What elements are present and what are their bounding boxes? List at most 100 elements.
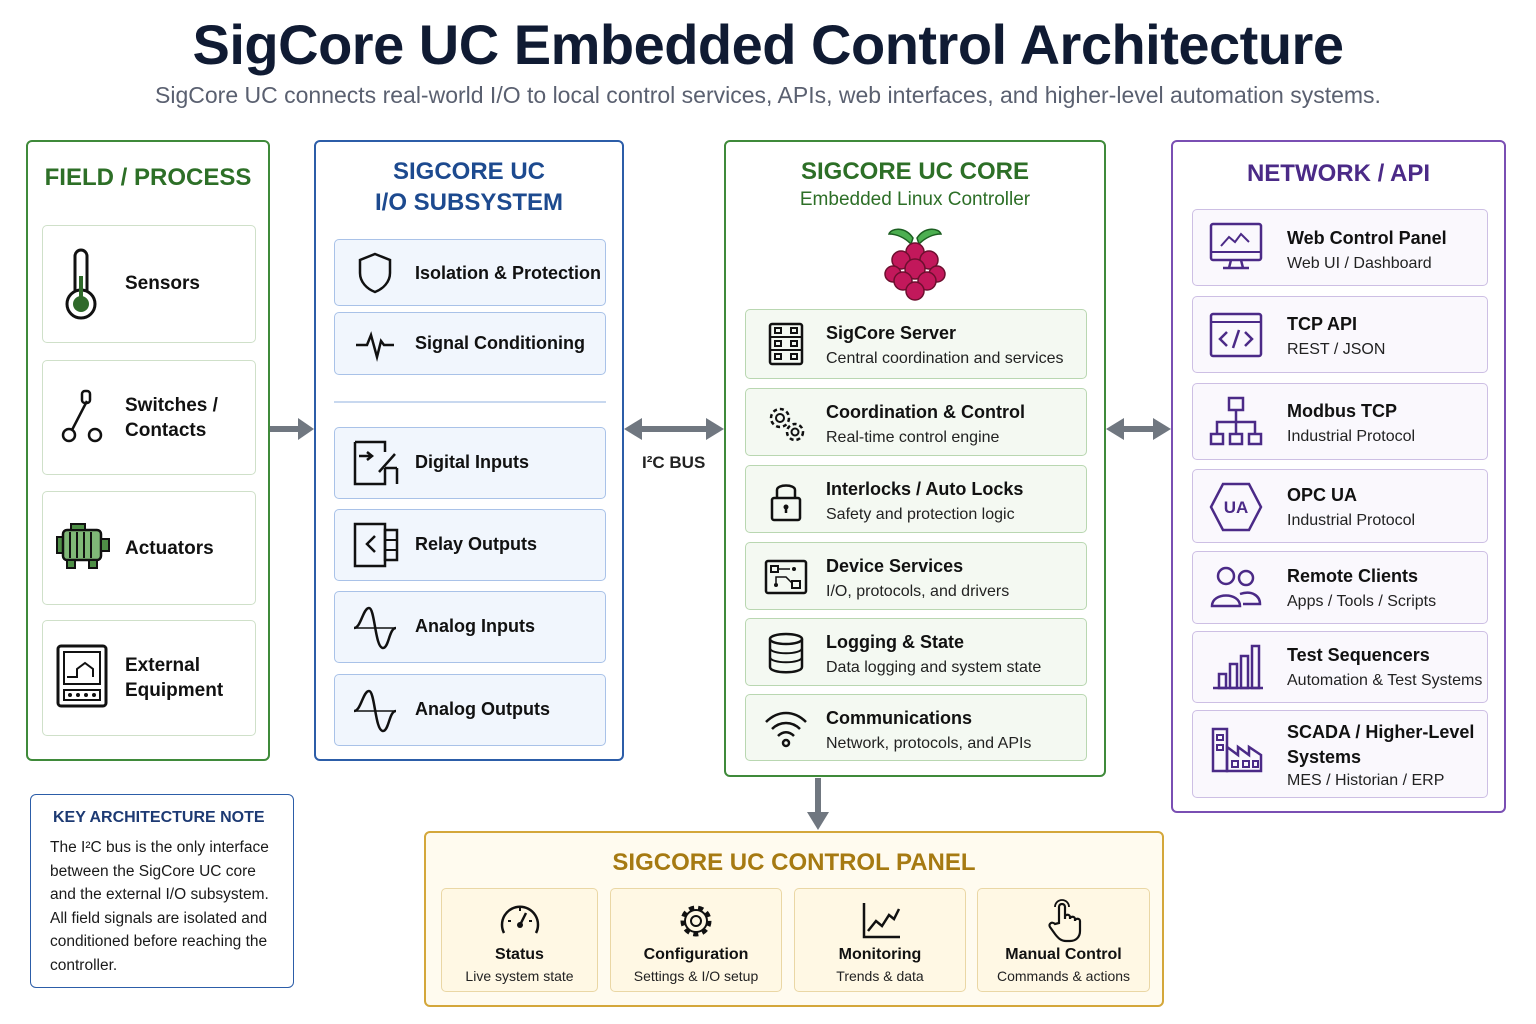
hand-pointer-icon bbox=[1042, 899, 1086, 943]
core-to-control-panel-arrow bbox=[807, 778, 829, 830]
network-item-modbus-tcp[interactable]: Modbus TCP Industrial Protocol bbox=[1192, 383, 1488, 460]
waveform-icon bbox=[351, 321, 399, 369]
network-item-desc: Automation & Test Systems bbox=[1287, 672, 1483, 689]
field-process-title: FIELD / PROCESS bbox=[44, 164, 252, 191]
core-title: SIGCORE UC CORE bbox=[800, 158, 1030, 185]
network-api-panel: NETWORK / API Web Control Panel Web UI /… bbox=[1171, 140, 1506, 813]
field-item-label: Switches / Contacts bbox=[125, 395, 218, 441]
field-item-label: Actuators bbox=[125, 538, 214, 559]
core-item-desc: Network, protocols, and APIs bbox=[826, 735, 1032, 752]
field-item-switches[interactable]: Switches / Contacts bbox=[42, 360, 256, 475]
io-subsystem-title: SIGCORE UC I/O SUBSYSTEM bbox=[374, 158, 564, 216]
motor-icon bbox=[55, 520, 110, 572]
field-item-external-equipment[interactable]: External Equipment bbox=[42, 620, 256, 736]
network-item-title: Web Control Panel bbox=[1287, 228, 1447, 248]
core-item-desc: Real-time control engine bbox=[826, 429, 1000, 446]
digital-input-icon bbox=[351, 438, 399, 486]
field-item-actuators[interactable]: Actuators bbox=[42, 491, 256, 605]
core-item-desc: Safety and protection logic bbox=[826, 506, 1015, 523]
field-to-io-arrow bbox=[270, 418, 314, 440]
network-item-title: Remote Clients bbox=[1287, 566, 1419, 586]
control-item-desc: Live system state bbox=[465, 968, 574, 984]
core-panel: SIGCORE UC CORE Embedded Linux Controlle… bbox=[724, 140, 1106, 777]
network-api-title: NETWORK / API bbox=[1246, 160, 1431, 187]
thermometer-icon bbox=[55, 246, 107, 320]
network-item-title: Modbus TCP bbox=[1287, 401, 1397, 421]
database-icon bbox=[764, 631, 808, 675]
control-item-status[interactable]: Status Live system state bbox=[441, 888, 598, 992]
io-divider bbox=[334, 401, 606, 403]
equipment-icon bbox=[55, 643, 108, 708]
io-item-relay-outputs[interactable]: Relay Outputs bbox=[334, 509, 606, 581]
io-subsystem-panel: SIGCORE UC I/O SUBSYSTEM Isolation & Pro… bbox=[314, 140, 624, 761]
network-item-opc-ua[interactable]: UA OPC UA Industrial Protocol bbox=[1192, 469, 1488, 543]
network-item-test-sequencers[interactable]: Test Sequencers Automation & Test System… bbox=[1192, 631, 1488, 703]
core-item-device-services[interactable]: Device Services I/O, protocols, and driv… bbox=[745, 542, 1087, 610]
shield-icon bbox=[351, 249, 399, 297]
core-item-title: Logging & State bbox=[826, 632, 964, 652]
monitor-icon bbox=[1207, 220, 1265, 278]
relay-icon bbox=[351, 520, 399, 568]
circuit-board-icon bbox=[764, 555, 808, 599]
network-item-desc: Apps / Tools / Scripts bbox=[1287, 593, 1437, 610]
network-item-scada[interactable]: SCADA / Higher-Level Systems MES / Histo… bbox=[1192, 710, 1488, 798]
field-item-sensors[interactable]: Sensors bbox=[42, 225, 256, 343]
control-panel: SIGCORE UC CONTROL PANEL Status Live sys… bbox=[424, 831, 1164, 1007]
core-item-title: SigCore Server bbox=[826, 323, 957, 343]
network-item-web-control-panel[interactable]: Web Control Panel Web UI / Dashboard bbox=[1192, 209, 1488, 286]
gauge-icon bbox=[498, 899, 542, 943]
io-item-label: Analog Outputs bbox=[415, 699, 550, 719]
control-item-manual-control[interactable]: Manual Control Commands & actions bbox=[977, 888, 1150, 992]
note-body: The I²C bus is the only interface betwee… bbox=[50, 839, 269, 974]
control-item-desc: Trends & data bbox=[836, 968, 924, 984]
trend-chart-icon bbox=[858, 899, 902, 943]
network-item-title: Test Sequencers bbox=[1287, 645, 1430, 665]
network-item-desc: MES / Historian / ERP bbox=[1287, 772, 1445, 789]
control-item-desc: Commands & actions bbox=[996, 968, 1131, 984]
core-item-communications[interactable]: Communications Network, protocols, and A… bbox=[745, 694, 1087, 761]
core-item-interlocks[interactable]: Interlocks / Auto Locks Safety and prote… bbox=[745, 465, 1087, 533]
page-subtitle: SigCore UC connects real-world I/O to lo… bbox=[155, 82, 1381, 108]
core-to-network-arrow bbox=[1106, 418, 1171, 440]
core-item-sigcore-server[interactable]: SigCore Server Central coordination and … bbox=[745, 309, 1087, 379]
network-item-tcp-api[interactable]: TCP API REST / JSON bbox=[1192, 296, 1488, 373]
io-item-label: Analog Inputs bbox=[415, 616, 535, 636]
io-item-label: Isolation & Protection bbox=[415, 263, 602, 283]
sine-icon bbox=[351, 687, 399, 735]
core-item-desc: I/O, protocols, and drivers bbox=[826, 583, 1010, 600]
io-item-signal-conditioning[interactable]: Signal Conditioning bbox=[334, 312, 606, 375]
control-item-title: Status bbox=[495, 946, 544, 963]
core-item-logging[interactable]: Logging & State Data logging and system … bbox=[745, 618, 1087, 686]
core-subtitle: Embedded Linux Controller bbox=[799, 189, 1031, 210]
network-item-title: SCADA / Higher-Level Systems bbox=[1287, 722, 1475, 767]
network-item-title: OPC UA bbox=[1287, 485, 1358, 505]
io-item-digital-inputs[interactable]: Digital Inputs bbox=[334, 427, 606, 499]
io-item-label: Digital Inputs bbox=[415, 452, 529, 472]
field-item-label: Sensors bbox=[125, 273, 200, 294]
note-title: KEY ARCHITECTURE NOTE bbox=[53, 809, 265, 826]
switch-icon bbox=[55, 387, 107, 443]
network-item-desc: Industrial Protocol bbox=[1287, 512, 1416, 529]
factory-icon bbox=[1207, 723, 1265, 781]
io-item-label: Relay Outputs bbox=[415, 534, 538, 554]
opc-ua-icon: UA bbox=[1207, 479, 1265, 537]
network-item-remote-clients[interactable]: Remote Clients Apps / Tools / Scripts bbox=[1192, 551, 1488, 624]
network-item-desc: Industrial Protocol bbox=[1287, 428, 1416, 445]
gear-icon bbox=[674, 899, 718, 943]
field-item-label: External Equipment bbox=[125, 655, 224, 701]
lock-icon bbox=[764, 478, 808, 522]
core-item-title: Communications bbox=[826, 708, 973, 728]
io-item-analog-inputs[interactable]: Analog Inputs bbox=[334, 591, 606, 663]
network-tree-icon bbox=[1207, 394, 1265, 452]
io-item-label: Signal Conditioning bbox=[415, 333, 585, 353]
core-item-title: Coordination & Control bbox=[826, 402, 1025, 422]
server-icon bbox=[764, 322, 808, 366]
control-item-configuration[interactable]: Configuration Settings & I/O setup bbox=[610, 888, 782, 992]
network-item-desc: REST / JSON bbox=[1287, 341, 1386, 358]
io-item-isolation[interactable]: Isolation & Protection bbox=[334, 239, 606, 306]
io-item-analog-outputs[interactable]: Analog Outputs bbox=[334, 674, 606, 746]
core-item-coordination[interactable]: Coordination & Control Real-time control… bbox=[745, 388, 1087, 456]
core-item-title: Device Services bbox=[826, 556, 964, 576]
gears-icon bbox=[764, 401, 808, 445]
control-item-monitoring[interactable]: Monitoring Trends & data bbox=[794, 888, 966, 992]
